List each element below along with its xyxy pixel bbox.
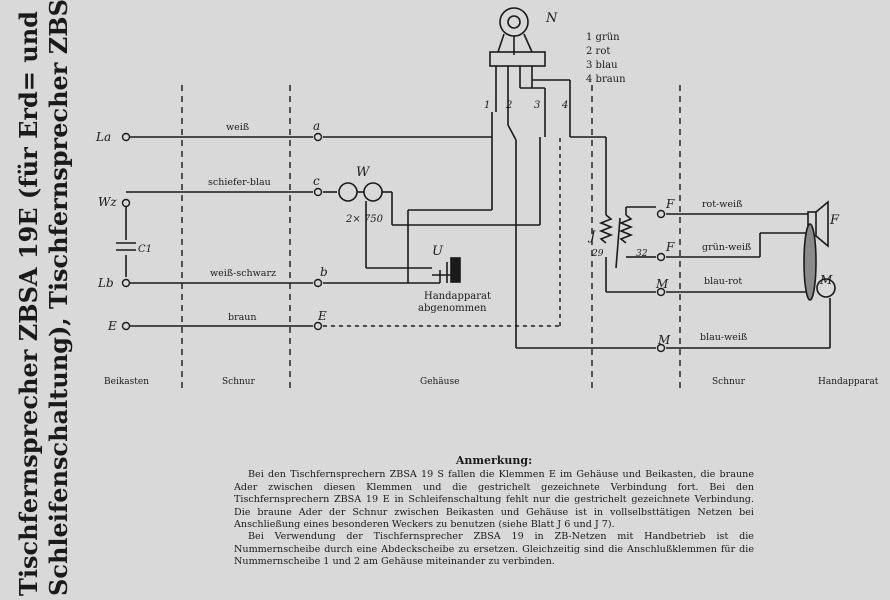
clamp-E [313, 321, 323, 331]
legend-3: 3 blau [586, 60, 618, 71]
section-handapparat: Handapparat [818, 377, 879, 387]
terminal-La [121, 132, 131, 142]
section-beikasten: Beikasten [104, 377, 149, 387]
terminal-E-left [121, 321, 131, 331]
label-coil-32: 32 [636, 249, 648, 259]
section-dividers [181, 85, 681, 390]
wire-label-weiss-schwarz: weiß-schwarz [210, 268, 276, 279]
wire-label-weiss: weiß [226, 122, 249, 133]
section-schnur-left: Schnur [222, 377, 256, 387]
label-dial-N: N [545, 11, 558, 26]
legend-1: 1 grün [586, 32, 620, 43]
label-microphone-M: M [819, 273, 833, 287]
clamp-c [313, 187, 323, 197]
section-gehaeuse: Gehäuse [420, 377, 459, 387]
label-coil-29: 29 [591, 249, 604, 259]
clamp-b [313, 278, 323, 288]
label-clamp-M2: M [657, 333, 671, 347]
footnote-paragraph-1: Bei den Tischfernsprechern ZBSA 19 S fal… [234, 469, 754, 531]
label-clamp-a: a [313, 119, 320, 133]
wire-label-schiefer-blau: schiefer-blau [208, 177, 271, 188]
label-dial-pin-4: 4 [561, 100, 568, 111]
section-schnur-right: Schnur [712, 377, 746, 387]
clamp-F2 [656, 252, 666, 262]
footnote: Anmerkung: Bei den Tischfernsprechern ZB… [234, 454, 754, 569]
wire-label-rot-weiss: rot-weiß [702, 199, 742, 210]
wire-label-blau-weiss: blau-weiß [700, 332, 747, 343]
wire-label-gruen-weiss: grün-weiß [702, 242, 751, 253]
footnote-paragraph-2: Bei Verwendung der Tischfernsprecher ZBS… [234, 531, 754, 568]
label-coil-J: J [587, 229, 596, 244]
label-Wz: Wz [98, 195, 117, 209]
label-clamp-F1: F [665, 197, 675, 211]
footnote-heading: Anmerkung: [455, 454, 533, 467]
label-dial-pin-3: 3 [534, 100, 540, 111]
label-C1: C1 [138, 244, 152, 255]
label-clamp-b: b [320, 265, 328, 279]
clamp-F1 [656, 209, 666, 219]
label-wecker-W: W [356, 165, 371, 180]
label-La: La [95, 130, 111, 144]
clamp-a [313, 132, 323, 142]
handset-label-line-1: Handapparat [424, 291, 491, 302]
terminal-Lb [121, 278, 131, 288]
label-wecker-value: 2× 750 [345, 214, 384, 225]
label-E-left: E [107, 319, 117, 333]
terminal-Wz [121, 198, 131, 208]
label-dial-pin-1: 1 [484, 100, 490, 111]
label-Lb: Lb [97, 276, 114, 290]
label-clamp-c: c [313, 174, 320, 188]
handset-label-line-2: abgenommen [418, 303, 487, 314]
label-earphone-F: F [829, 213, 840, 228]
label-clamp-E: E [317, 309, 327, 323]
label-switch-U: U [432, 244, 444, 259]
label-clamp-F2: F [665, 240, 675, 254]
legend-2: 2 rot [586, 46, 610, 57]
wire-label-braun: braun [228, 312, 257, 323]
clamp-M1 [656, 287, 666, 297]
label-dial-pin-2: 2 [505, 100, 512, 111]
clamp-M2 [656, 343, 666, 353]
legend-4: 4 braun [586, 74, 626, 85]
label-clamp-M1: M [655, 277, 669, 291]
wire-label-blau-rot: blau-rot [704, 276, 742, 287]
